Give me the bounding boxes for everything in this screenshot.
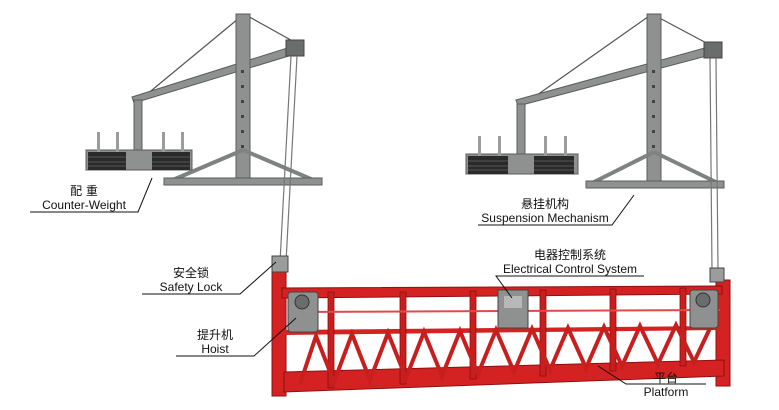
label-hoist-en: Hoist <box>201 341 229 356</box>
label-platform: 平台 Platform <box>626 371 706 400</box>
label-suspension: 悬挂机构 Suspension Mechanism <box>478 197 612 226</box>
label-hoist: 提升机 Hoist <box>176 328 254 357</box>
label-safety-lock-cn: 安全锁 <box>172 266 209 280</box>
label-counterweight-cn: 配 重 <box>70 184 98 198</box>
label-platform-cn: 平台 <box>653 371 678 385</box>
left-suspension-mechanism <box>131 13 323 186</box>
leader-counterweight <box>30 177 153 213</box>
right-hoist <box>689 289 719 329</box>
label-control-en: Electrical Control System <box>502 261 638 276</box>
label-platform-en: Platform <box>643 384 689 399</box>
leader-control <box>495 275 644 299</box>
label-control: 电器控制系统 Electrical Control System <box>496 248 644 277</box>
leader-lines <box>30 177 706 385</box>
leader-safety-lock <box>142 261 277 295</box>
right-safety-lock <box>709 267 725 283</box>
electrical-control-box <box>497 289 529 329</box>
leader-hoist <box>176 317 297 357</box>
left-wire-ropes <box>279 55 298 263</box>
label-counterweight-en: Counter-Weight <box>42 197 126 212</box>
leader-suspension <box>478 194 635 226</box>
label-suspension-cn: 悬挂机构 <box>520 197 569 211</box>
label-suspension-en: Suspension Mechanism <box>481 210 609 225</box>
label-safety-lock-en: Safety Lock <box>159 279 223 294</box>
label-counterweight: 配 重 Counter-Weight <box>30 184 138 213</box>
right-suspension-mechanism <box>515 13 725 189</box>
left-hoist <box>287 291 319 333</box>
left-counterweight <box>85 132 193 171</box>
label-control-cn: 电器控制系统 <box>533 248 606 262</box>
left-safety-lock <box>271 255 289 273</box>
right-wire-ropes <box>709 57 719 271</box>
label-hoist-cn: 提升机 <box>196 328 233 342</box>
leader-platform <box>597 365 706 385</box>
right-counterweight <box>465 136 579 175</box>
label-safety-lock: 安全锁 Safety Lock <box>142 266 240 295</box>
